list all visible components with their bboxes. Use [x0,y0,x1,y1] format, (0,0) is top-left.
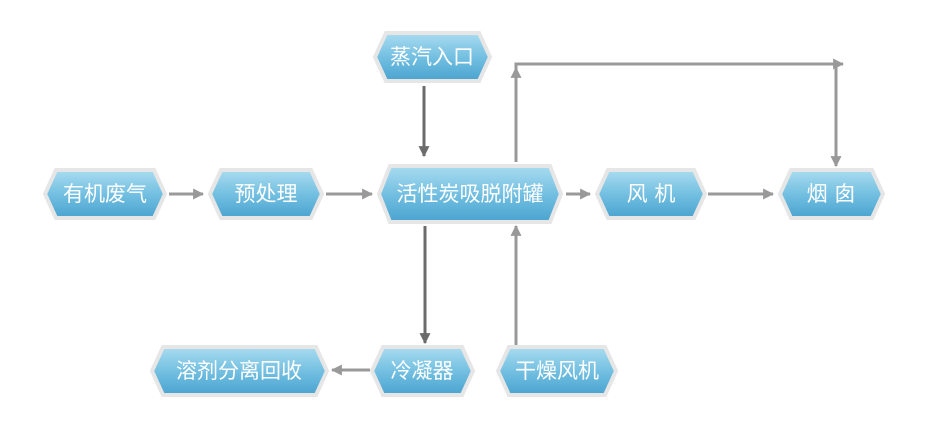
node-chimney: 烟 囱 [777,168,886,220]
node-organic-waste-gas-label: 有机废气 [63,182,147,206]
node-activated-carbon-tank: 活性炭吸脱附罐 [376,164,564,224]
node-drying-fan-label: 干燥风机 [515,359,599,383]
node-steam-inlet: 蒸汽入口 [372,31,493,83]
node-pretreatment: 预处理 [207,168,325,220]
node-fan: 风 机 [594,168,708,220]
node-drying-fan: 干燥风机 [495,345,619,397]
node-condenser-label: 冷凝器 [391,359,454,383]
node-fan-label: 风 机 [627,182,676,206]
node-organic-waste-gas: 有机废气 [42,168,168,220]
node-pretreatment-label: 预处理 [235,182,298,206]
node-condenser: 冷凝器 [369,345,476,397]
arrow-tank-to-top-bypass [514,58,845,162]
node-activated-carbon-tank-label: 活性炭吸脱附罐 [397,182,544,206]
node-solvent-recovery: 溶剂分离回收 [149,345,330,397]
node-chimney-label: 烟 囱 [807,182,856,206]
node-steam-inlet-label: 蒸汽入口 [390,45,474,69]
node-solvent-recovery-label: 溶剂分离回收 [176,359,302,383]
connectors [169,58,845,376]
